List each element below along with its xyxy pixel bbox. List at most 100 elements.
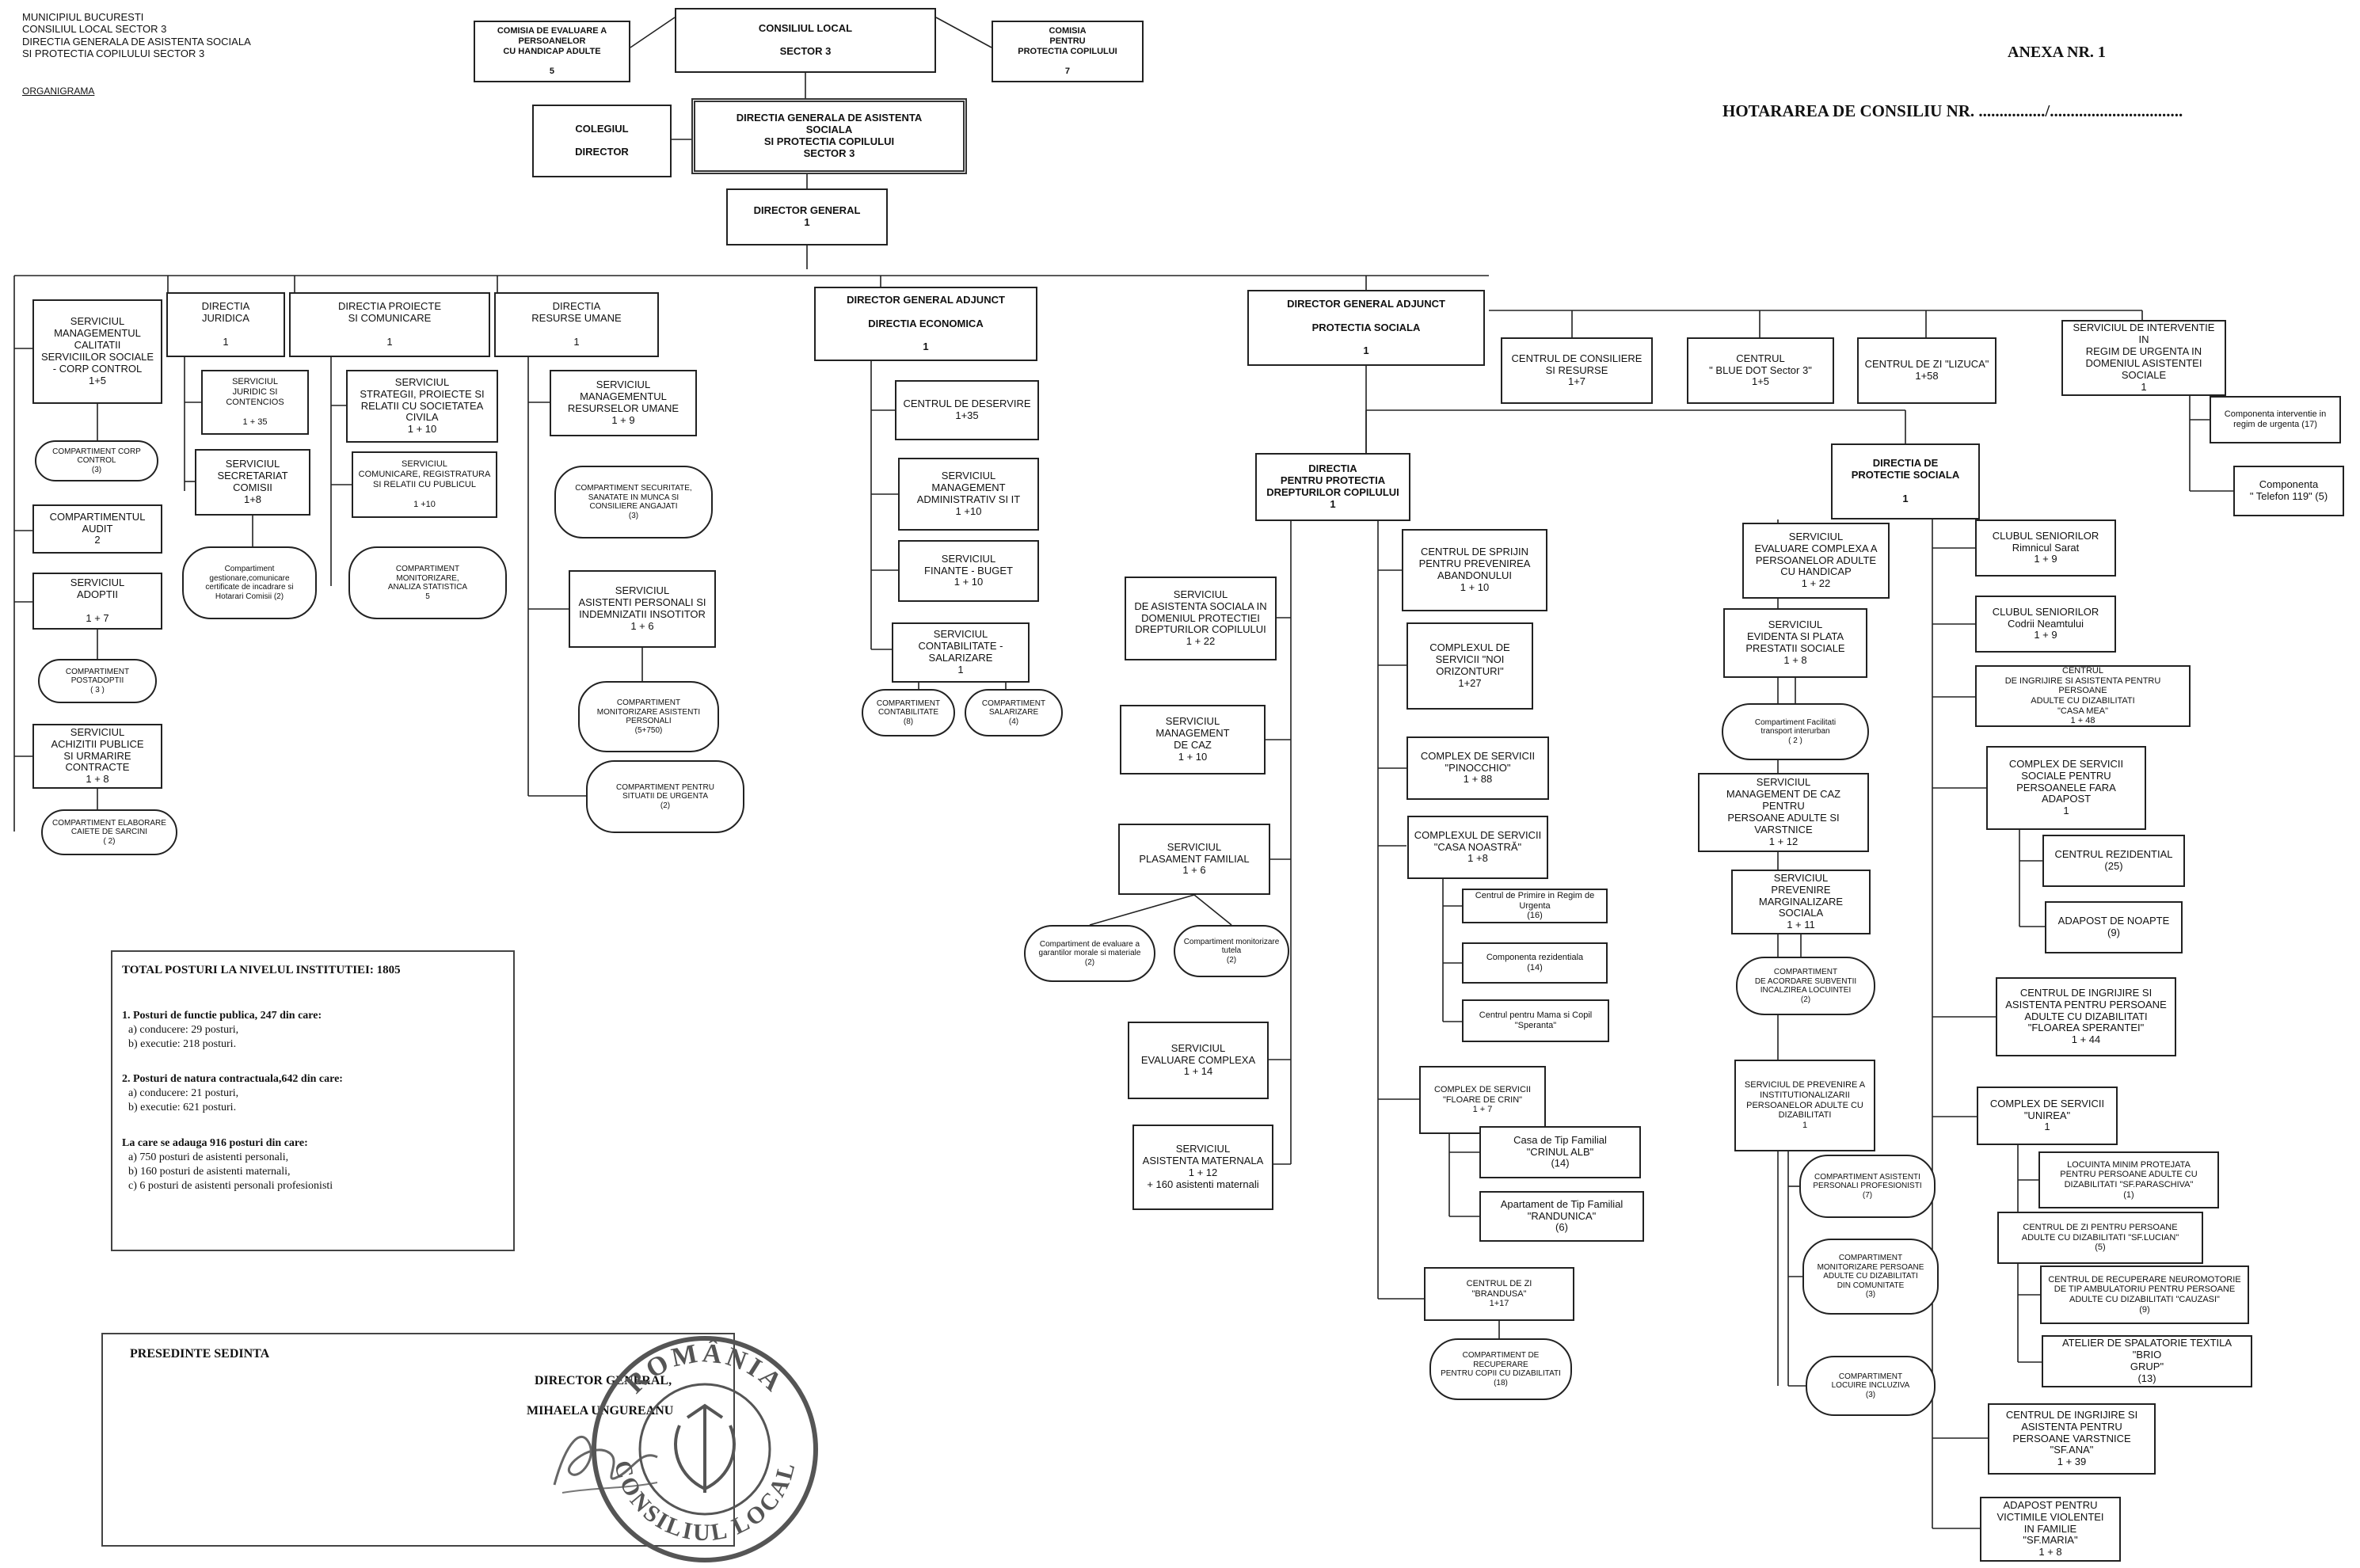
- org-box-complex-pinocchio: COMPLEX DE SERVICII "PINOCCHIO" 1 + 88: [1406, 736, 1549, 800]
- org-box-adapost-noapte: ADAPOST DE NOAPTE (9): [2045, 901, 2183, 953]
- org-box-centrul-consiliere: CENTRUL DE CONSILIERE SI RESURSE 1+7: [1501, 337, 1653, 404]
- org-box-comp-subventii: COMPARTIMENT DE ACORDARE SUBVENTII INCAL…: [1736, 957, 1875, 1015]
- posts-item: a) conducere: 29 posturi,: [128, 1023, 239, 1036]
- org-box-serv-finante: SERVICIUL FINANTE - BUGET 1 + 10: [898, 540, 1039, 602]
- org-box-comp-securitate: COMPARTIMENT SECURITATE, SANATATE IN MUN…: [554, 466, 713, 539]
- org-box-serv-prevenire-marginalizare: SERVICIUL PREVENIRE MARGINALIZARE SOCIAL…: [1731, 870, 1871, 934]
- chairman-label: PRESEDINTE SEDINTA: [130, 1347, 270, 1361]
- org-box-serv-juridic: SERVICIUL JURIDIC SI CONTENCIOS 1 + 35: [201, 370, 309, 435]
- org-box-serv-management-ru: SERVICIUL MANAGEMENTUL RESURSELOR UMANE …: [550, 370, 697, 436]
- org-box-comp-evaluare-garanti: Compartiment de evaluare a garantilor mo…: [1024, 925, 1155, 982]
- org-box-comp-urgenta: COMPARTIMENT PENTRU SITUATII DE URGENTA …: [586, 760, 744, 833]
- org-box-serv-administrativ: SERVICIUL MANAGEMENT ADMINISTRATIV SI IT…: [898, 458, 1039, 531]
- org-box-comp-contabilitate: COMPARTIMENT CONTABILITATE (8): [862, 689, 955, 736]
- org-box-comp-telefon: Componenta " Telefon 119" (5): [2233, 466, 2344, 516]
- org-box-comp-corp-control: COMPARTIMENT CORP CONTROL (3): [35, 440, 158, 481]
- org-box-centrul-sprijin: CENTRUL DE SPRIJIN PENTRU PREVENIREA ABA…: [1402, 529, 1547, 611]
- org-box-comisia-handicap: COMISIA DE EVALUARE A PERSOANELOR CU HAN…: [474, 21, 630, 82]
- org-box-dgaspc: DIRECTIA GENERALA DE ASISTENTA SOCIALA S…: [691, 98, 967, 174]
- org-box-dir-protectie-sociala: DIRECTIA DE PROTECTIE SOCIALA 1: [1831, 443, 1980, 519]
- org-box-centrul-rezidential: CENTRUL REZIDENTIAL (25): [2042, 835, 2185, 887]
- org-box-complex-floare-crin: COMPLEX DE SERVICII "FLOARE DE CRIN" 1 +…: [1419, 1066, 1546, 1134]
- org-box-consiliu: CONSILIUL LOCAL SECTOR 3: [675, 8, 936, 73]
- org-box-serv-comunicare: SERVICIUL COMUNICARE, REGISTRATURA SI RE…: [352, 451, 497, 518]
- org-box-serv-asistenta-maternala: SERVICIUL ASISTENTA MATERNALA 1 + 12 + 1…: [1132, 1125, 1273, 1210]
- org-box-locuinta-sf-paraschiva: LOCUINTA MINIM PROTEJATA PENTRU PERSOANE…: [2038, 1151, 2219, 1208]
- director-general-label: DIRECTOR GENERAL,: [535, 1374, 672, 1387]
- org-box-serv-management-caz: SERVICIUL MANAGEMENT DE CAZ 1 + 10: [1120, 705, 1266, 774]
- org-box-comp-audit: COMPARTIMENTUL AUDIT 2: [32, 504, 162, 554]
- posts-group-contract: 2. Posturi de natura contractuala,642 di…: [122, 1072, 504, 1116]
- org-box-comp-monitorizare-tutela: Compartiment monitorizare tutela (2): [1174, 925, 1289, 977]
- org-box-comp-salarizare: COMPARTIMENT SALARIZARE (4): [965, 689, 1063, 736]
- posts-item: b) 160 posturi de asistenti maternali,: [128, 1166, 291, 1178]
- connector-line: [1193, 894, 1232, 926]
- org-box-comp-transport: Compartiment Facilitati transport interu…: [1722, 703, 1869, 760]
- org-box-comp-rezidentiala: Componenta rezidentiala (14): [1462, 942, 1608, 984]
- org-box-serv-asistenti-personali: SERVICIUL ASISTENTI PERSONALI SI INDEMNI…: [569, 570, 716, 648]
- org-box-comp-locuire: COMPARTIMENT LOCUIRE INCLUZIVA (3): [1806, 1356, 1936, 1416]
- official-stamp-seal: ROMÂNIA CONSILIUL LOCAL: [592, 1336, 818, 1562]
- connector-line: [630, 17, 676, 48]
- org-box-serv-plasament: SERVICIUL PLASAMENT FAMILIAL 1 + 6: [1118, 824, 1270, 895]
- org-box-centrul-sf-ana: CENTRUL DE INGRIJIRE SI ASISTENTA PENTRU…: [1988, 1403, 2156, 1475]
- org-box-centrul-deservire: CENTRUL DE DESERVIRE 1+35: [895, 380, 1039, 440]
- org-box-comp-certificate: Compartiment gestionare,comunicare certi…: [182, 546, 317, 619]
- org-box-serv-evidenta-plata: SERVICIUL EVIDENTA SI PLATA PRESTATII SO…: [1723, 608, 1867, 678]
- org-box-serv-management-calitatii: SERVICIUL MANAGEMENTUL CALITATII SERVICI…: [32, 299, 162, 404]
- org-box-adapost-sf-maria: ADAPOST PENTRU VICTIMILE VIOLENTEI IN FA…: [1980, 1497, 2121, 1562]
- org-box-dga-protectie: DIRECTOR GENERAL ADJUNCT PROTECTIA SOCIA…: [1247, 290, 1485, 366]
- org-box-dga-economica: DIRECTOR GENERAL ADJUNCT DIRECTIA ECONOM…: [814, 287, 1037, 361]
- org-box-complex-noi-orizonturi: COMPLEXUL DE SERVICII "NOI ORIZONTURI" 1…: [1406, 622, 1533, 710]
- org-box-serv-secretariat: SERVICIUL SECRETARIAT COMISII 1+8: [195, 449, 310, 516]
- org-box-serv-evaluare-complexa-copil: SERVICIUL EVALUARE COMPLEXA 1 + 14: [1128, 1022, 1269, 1099]
- org-box-serv-management-caz-adulte: SERVICIUL MANAGEMENT DE CAZ PENTRU PERSO…: [1698, 773, 1869, 852]
- posts-group-title: 1. Posturi de functie publica, 247 din c…: [122, 1009, 322, 1022]
- connector-line: [1089, 894, 1195, 926]
- posts-item: a) conducere: 21 posturi,: [128, 1087, 239, 1100]
- org-box-centrul-blue-dot: CENTRUL " BLUE DOT Sector 3" 1+5: [1687, 337, 1834, 404]
- org-box-atelier-brio: ATELIER DE SPALATORIE TEXTILA "BRIO GRUP…: [2042, 1335, 2252, 1387]
- org-box-centrul-sf-lucian: CENTRUL DE ZI PENTRU PERSOANE ADULTE CU …: [1997, 1212, 2203, 1264]
- org-box-comp-postadoptii: COMPARTIMENT POSTADOPTII ( 3 ): [38, 659, 157, 703]
- posts-group-additional: La care se adauga 916 posturi din care: …: [122, 1136, 504, 1194]
- org-box-serv-prevenire-institutionalizare: SERVICIUL DE PREVENIRE A INSTITUTIONALIZ…: [1734, 1060, 1875, 1151]
- posts-group-title: La care se adauga 916 posturi din care:: [122, 1136, 308, 1149]
- connector-line: [935, 17, 992, 48]
- posts-item: a) 750 posturi de asistenti personali,: [128, 1151, 289, 1163]
- posts-item: b) executie: 621 posturi.: [128, 1102, 237, 1114]
- org-box-casa-crinul-alb: Casa de Tip Familial "CRINUL ALB" (14): [1479, 1126, 1641, 1178]
- org-box-clubul-codrii: CLUBUL SENIORILOR Codrii Neamtului 1 + 9: [1975, 596, 2116, 653]
- org-box-comp-recuperare-copii: COMPARTIMENT DE RECUPERARE PENTRU COPII …: [1429, 1338, 1572, 1400]
- org-box-serv-strategii: SERVICIUL STRATEGII, PROIECTE SI RELATII…: [346, 370, 498, 443]
- org-box-comp-caiete-sarcini: COMPARTIMENT ELABORARE CAIETE DE SARCINI…: [41, 809, 177, 855]
- annex-title: ANEXA NR. 1: [2008, 44, 2106, 61]
- org-box-dir-drepturi-copil: DIRECTIA PENTRU PROTECTIA DREPTURILOR CO…: [1255, 453, 1410, 521]
- org-box-centrul-lizuca: CENTRUL DE ZI "LIZUCA" 1+58: [1857, 337, 1996, 404]
- org-box-director-general: DIRECTOR GENERAL 1: [726, 188, 888, 245]
- org-box-comp-interventie: Componenta interventie in regim de urgen…: [2210, 396, 2341, 443]
- org-box-apart-randunica: Apartament de Tip Familial "RANDUNICA" (…: [1479, 1191, 1644, 1242]
- org-box-complex-casa-noastra: COMPLEXUL DE SERVICII "CASA NOASTRĂ" 1 +…: [1407, 816, 1548, 879]
- total-posts-title: TOTAL POSTURI LA NIVELUL INSTITUTIEI: 18…: [122, 964, 401, 976]
- org-box-centrul-mama-copil: Centrul pentru Mama si Copil "Speranta": [1462, 999, 1609, 1042]
- org-box-serv-adoptii: SERVICIUL ADOPTII 1 + 7: [32, 573, 162, 630]
- institution-header: MUNICIPIUL BUCURESTI CONSILIUL LOCAL SEC…: [22, 11, 251, 59]
- org-box-comp-asistenti-profesionisti: COMPARTIMENT ASISTENTI PERSONALI PROFESI…: [1799, 1155, 1936, 1218]
- posts-group-title: 2. Posturi de natura contractuala,642 di…: [122, 1073, 343, 1086]
- org-box-serv-interventie: SERVICIUL DE INTERVENTIE IN REGIM DE URG…: [2061, 320, 2226, 396]
- org-box-centrul-cauzasi: CENTRUL DE RECUPERARE NEUROMOTORIE DE TI…: [2040, 1265, 2249, 1324]
- org-box-dir-proiecte: DIRECTIA PROIECTE SI COMUNICARE 1: [289, 292, 490, 357]
- svg-text:ROMÂNIA: ROMÂNIA: [620, 1338, 790, 1399]
- org-box-comp-monitorizare-comunitate: COMPARTIMENT MONITORIZARE PERSOANE ADULT…: [1802, 1239, 1939, 1315]
- council-decision-title: HOTARAREA DE CONSILIU NR. ..............…: [1722, 101, 2183, 120]
- total-posts-panel: TOTAL POSTURI LA NIVELUL INSTITUTIEI: 18…: [111, 950, 515, 1251]
- org-box-serv-evaluare-adulte: SERVICIUL EVALUARE COMPLEXA A PERSOANELO…: [1742, 523, 1890, 599]
- org-box-colegiul: COLEGIUL DIRECTOR: [532, 105, 672, 177]
- org-box-comisia-copil: COMISIA PENTRU PROTECTIA COPILULUI 7: [992, 21, 1144, 82]
- posts-item: b) executie: 218 posturi.: [128, 1037, 237, 1050]
- org-box-serv-contabilitate: SERVICIUL CONTABILITATE - SALARIZARE 1: [892, 622, 1030, 683]
- org-box-complex-unirea: COMPLEX DE SERVICII "UNIREA" 1: [1977, 1087, 2118, 1145]
- org-box-serv-achizitii: SERVICIUL ACHIZITII PUBLICE SI URMARIRE …: [32, 724, 162, 789]
